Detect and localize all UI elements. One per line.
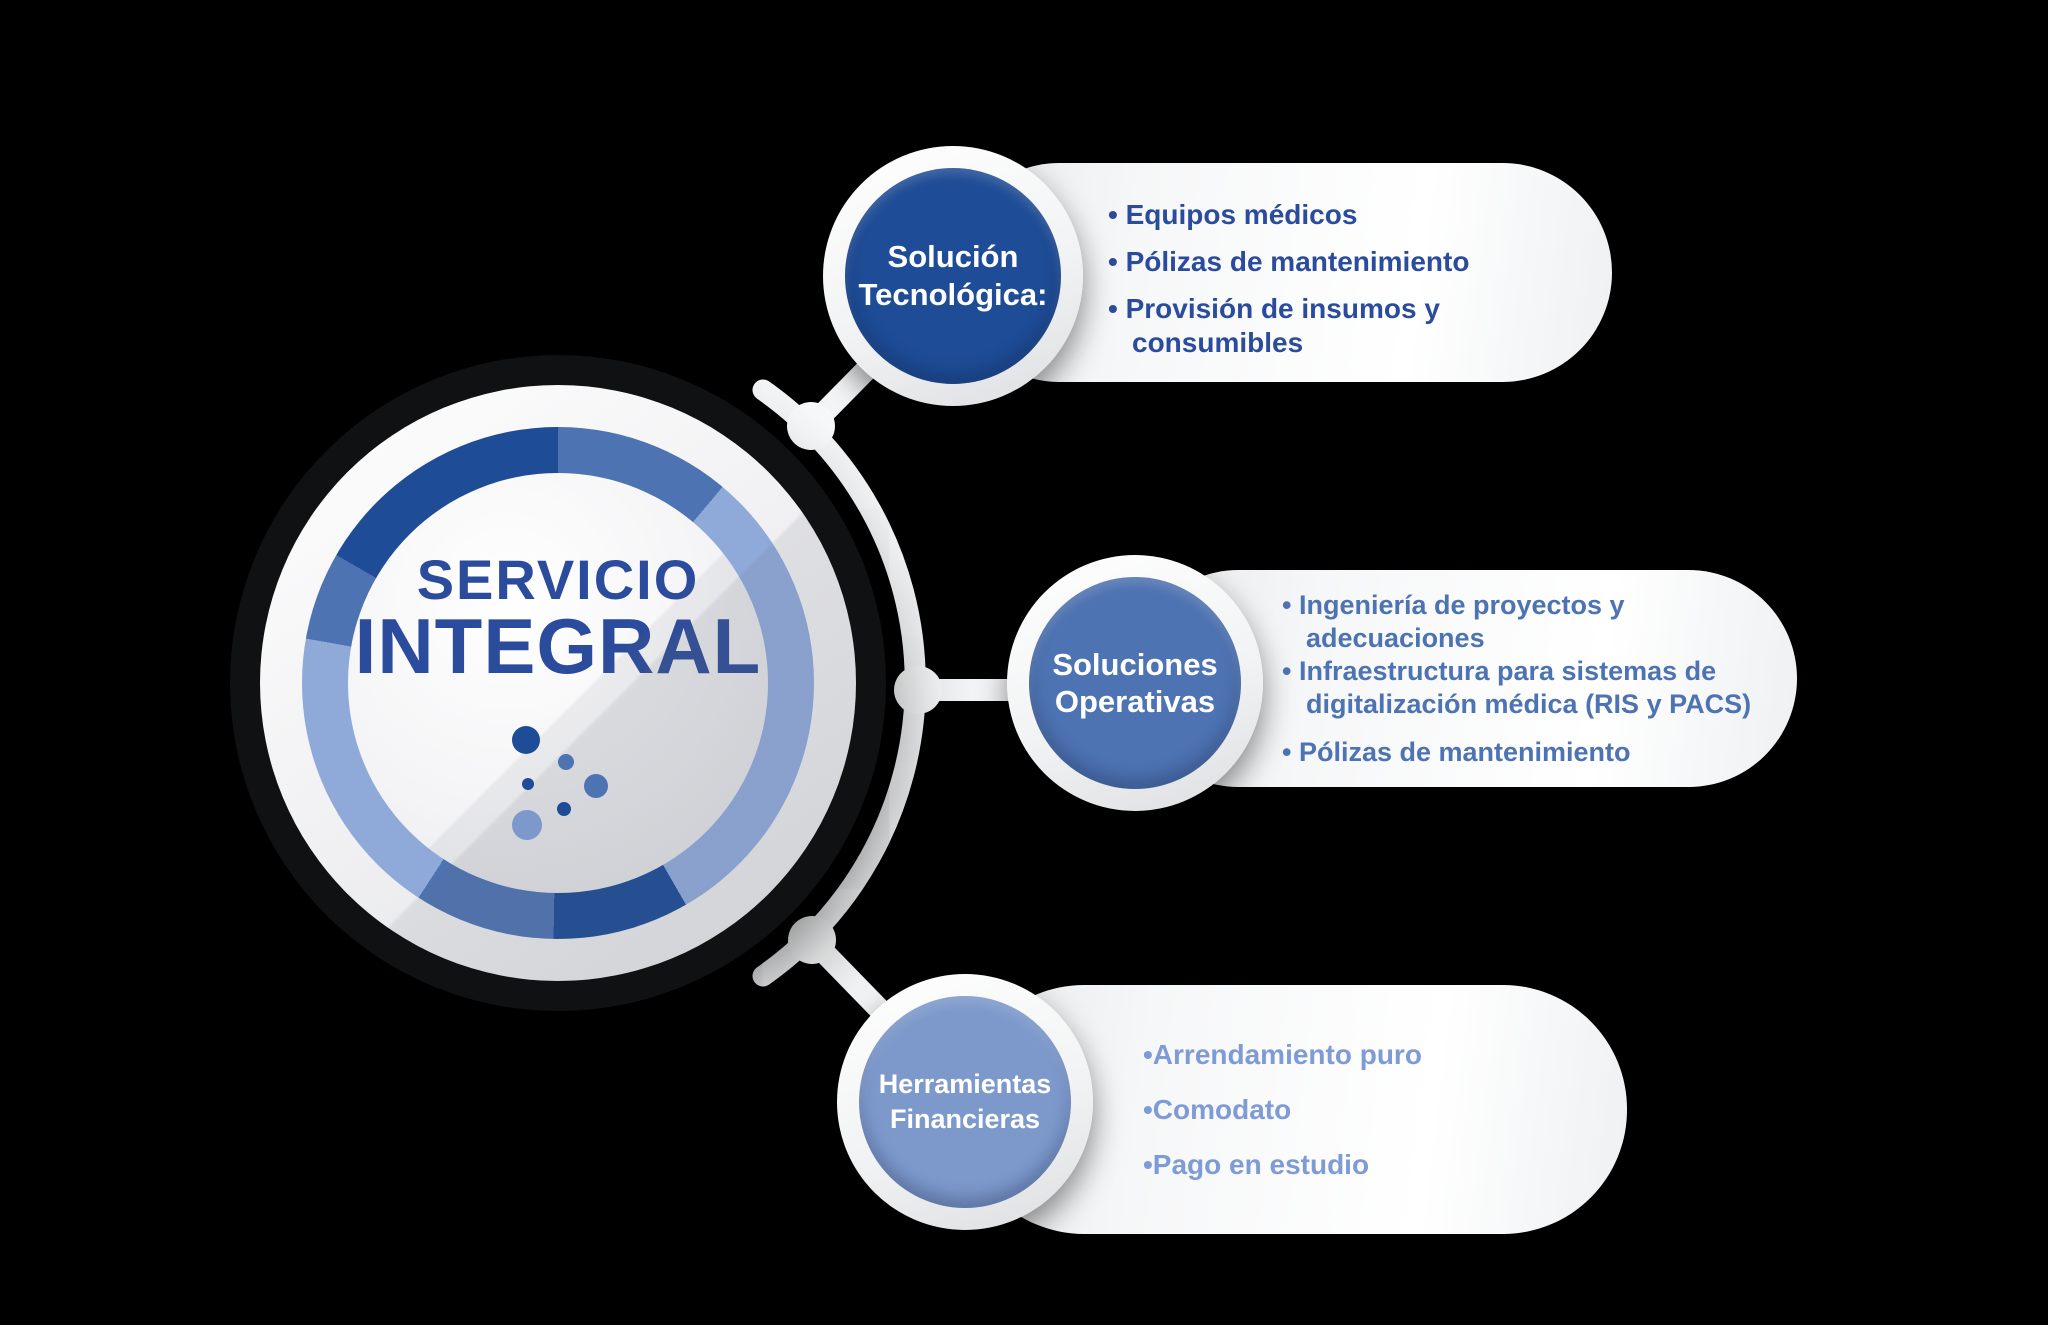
list-item: • Ingeniería de proyectos y adecuaciones: [1282, 589, 1625, 653]
circle-solucion-tecnologica: Solución Tecnológica:: [823, 146, 1083, 406]
card-herramientas-financieras: •Arrendamiento puro •Comodato •Pago en e…: [960, 985, 1627, 1234]
list-item: • Pólizas de mantenimiento: [1108, 245, 1470, 277]
badge-segmented-ring: [302, 427, 814, 939]
list-item: • Provisión de insumos y consumibles: [1108, 292, 1440, 358]
dot: [512, 810, 542, 840]
list-item: • Infraestructura para sistemas de digit…: [1282, 655, 1752, 719]
badge-title-line1: SERVICIO: [416, 548, 700, 611]
bullet-list: • Equipos médicos • Pólizas de mantenimi…: [1108, 198, 1572, 360]
circle-label-line1: Herramientas: [878, 1069, 1052, 1099]
bullet-list: • Ingeniería de proyectos y adecuaciones…: [1282, 589, 1791, 769]
circle-label-line2: Tecnológica:: [858, 277, 1048, 312]
circle-label-line1: Soluciones: [1052, 647, 1218, 682]
orbit-node-top: [787, 402, 835, 450]
list-item: •Pago en estudio: [1143, 1148, 1370, 1180]
circle-label-line2: Financieras: [889, 1104, 1041, 1134]
list-item: • Equipos médicos: [1108, 198, 1358, 230]
dot: [522, 778, 534, 790]
dot: [512, 726, 540, 754]
list-item: • Pólizas de mantenimiento: [1282, 736, 1631, 767]
list-item: •Arrendamiento puro: [1143, 1038, 1422, 1070]
bullet-list: •Arrendamiento puro •Comodato •Pago en e…: [1143, 1038, 1587, 1182]
central-badge: SERVICIO INTEGRAL: [260, 385, 856, 981]
circle-label: Soluciones Operativas: [1029, 577, 1241, 789]
circle-soluciones-operativas: Soluciones Operativas: [1007, 555, 1263, 811]
dot: [584, 774, 608, 798]
orbit-node-bottom: [788, 916, 836, 964]
dot: [557, 802, 571, 816]
circle-label: Herramientas Financieras: [859, 996, 1071, 1208]
orbit-node-middle: [894, 666, 942, 714]
circle-herramientas-financieras: Herramientas Financieras: [837, 974, 1093, 1230]
list-item: •Comodato: [1143, 1093, 1292, 1125]
circle-label-line2: Operativas: [1054, 684, 1216, 719]
badge-title-line2: INTEGRAL: [354, 602, 762, 690]
circle-label-line1: Solución: [887, 239, 1019, 274]
badge-face: SERVICIO INTEGRAL: [348, 473, 768, 893]
circle-label: Solución Tecnológica:: [845, 168, 1061, 384]
dot: [558, 754, 574, 770]
